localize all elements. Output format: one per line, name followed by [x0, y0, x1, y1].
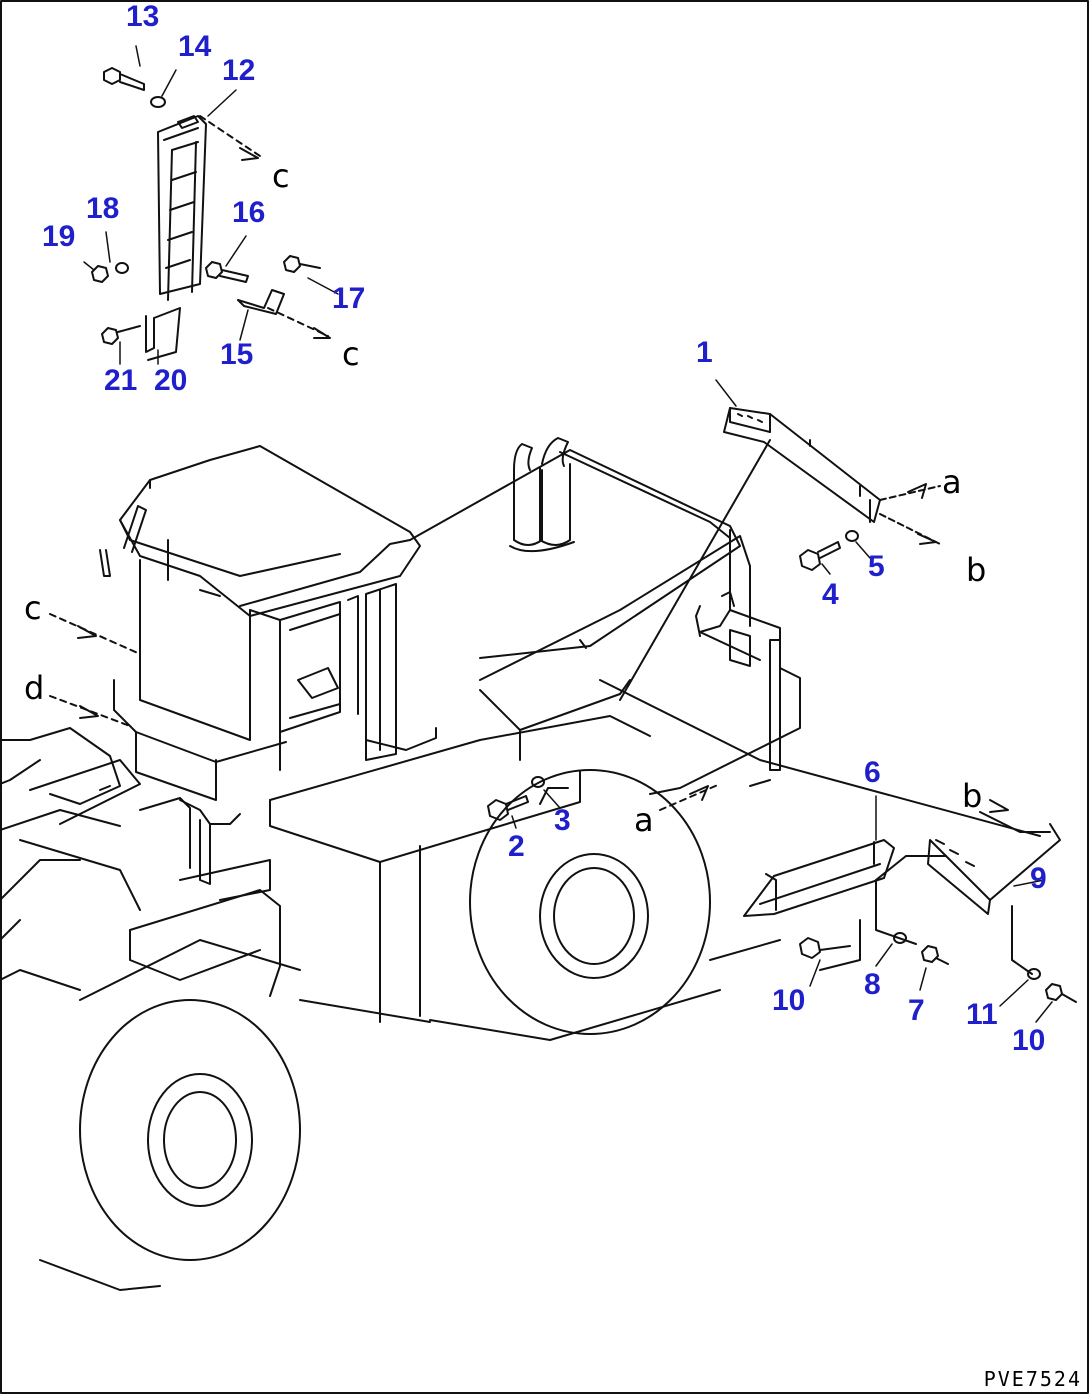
callout-12: 12 — [222, 54, 256, 87]
drawing-code: PVE7524 — [983, 1367, 1082, 1391]
callout-14: 14 — [178, 30, 212, 63]
leader-lines — [83, 45, 1053, 1023]
callout-20: 20 — [154, 364, 188, 397]
callout-11: 11 — [966, 998, 998, 1031]
ref-c-left: c — [24, 589, 42, 627]
ref-a-wheel: a — [634, 801, 654, 839]
callout-18: 18 — [86, 192, 120, 225]
ref-d-left: d — [24, 669, 45, 707]
callout-13: 13 — [126, 0, 160, 33]
step-ladder-detail — [91, 67, 331, 361]
machine-body — [0, 437, 1041, 1291]
ref-c-mid: c — [342, 335, 360, 373]
callout-10-second: 10 — [1012, 1024, 1046, 1057]
callout-9: 9 — [1030, 862, 1047, 895]
callout-3: 3 — [554, 804, 571, 837]
callout-19: 19 — [42, 220, 76, 253]
callout-6: 6 — [864, 756, 881, 789]
callout-4: 4 — [822, 578, 839, 611]
callout-8: 8 — [864, 968, 881, 1001]
callout-16: 16 — [232, 196, 266, 229]
callout-7: 7 — [908, 994, 925, 1027]
step-plates-6-9 — [743, 799, 1077, 1003]
mount-bracket-1 — [619, 407, 941, 701]
callout-5: 5 — [868, 550, 885, 583]
ref-c-top: c — [272, 157, 290, 195]
callout-21: 21 — [104, 364, 138, 397]
callout-10: 10 — [772, 984, 806, 1017]
ref-b-top: b — [962, 777, 983, 815]
ref-a-top: a — [942, 463, 962, 501]
callout-17: 17 — [332, 282, 366, 315]
callout-15: 15 — [220, 338, 254, 371]
callout-1: 1 — [696, 336, 713, 369]
ref-b-right: b — [966, 551, 987, 589]
callout-2: 2 — [508, 830, 525, 863]
